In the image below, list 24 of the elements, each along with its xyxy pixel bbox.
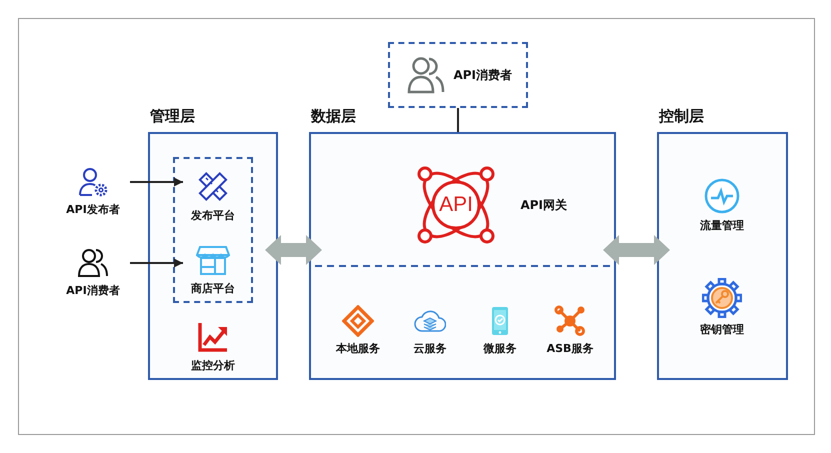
node-label: 监控分析 (191, 358, 235, 373)
layer-heading: 控制层 (659, 107, 704, 126)
layer-heading: 管理层 (150, 107, 195, 126)
node-label: 本地服务 (336, 341, 380, 356)
node-label: API消费者 (66, 283, 120, 298)
double-arrow (265, 235, 322, 265)
arrow (130, 258, 183, 268)
node-label: 流量管理 (700, 218, 744, 233)
arrow (130, 178, 183, 186)
icon-caption: API (439, 193, 473, 217)
dashed-user-box (388, 42, 528, 108)
node-label: API发布者 (66, 202, 120, 217)
layer-heading: 数据层 (311, 107, 356, 126)
node-label: ASB服务 (546, 341, 594, 356)
node-label: 密钥管理 (700, 322, 744, 337)
connector-line (457, 108, 459, 132)
node-label: 云服务 (414, 341, 446, 356)
node-label: 微服务 (484, 341, 516, 356)
node-label: API网关 (520, 196, 567, 214)
dashed-group-box (173, 157, 253, 303)
node-label: 发布平台 (191, 208, 235, 223)
node-label: 商店平台 (191, 281, 235, 296)
double-arrow (603, 235, 670, 265)
node-label: API消费者 (453, 66, 512, 84)
